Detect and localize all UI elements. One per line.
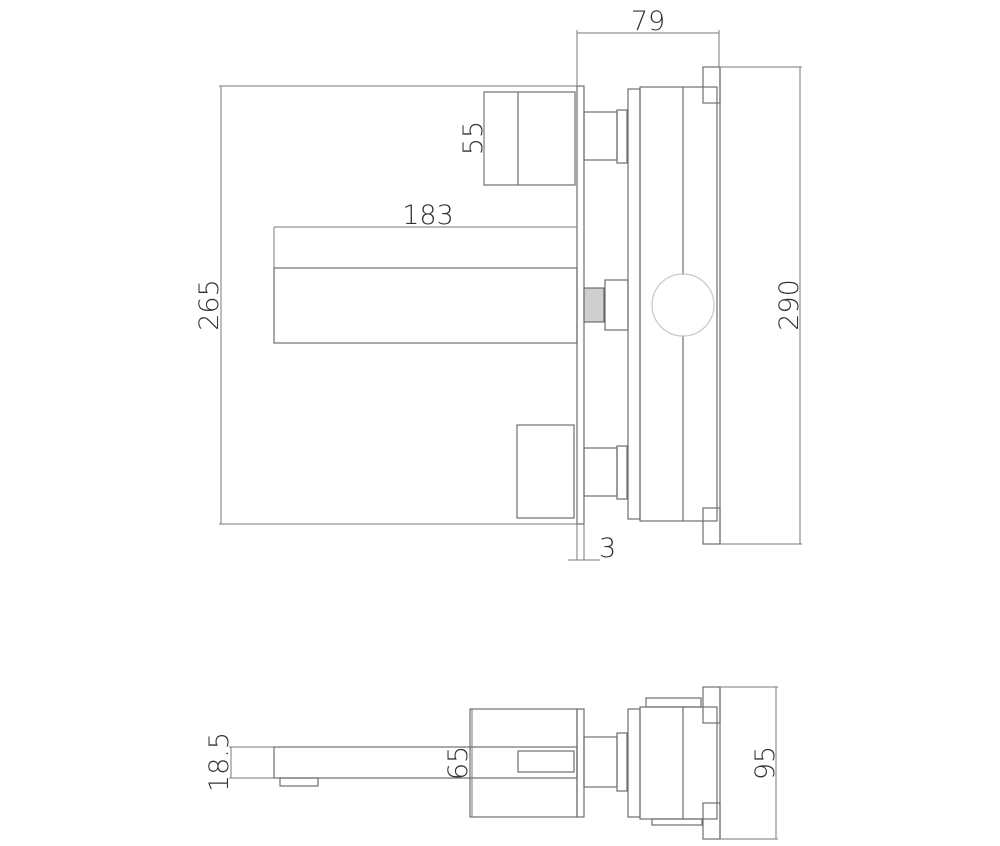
plan-connector (583, 732, 628, 792)
label-290: 290 (774, 279, 805, 331)
plan-body (627, 686, 778, 840)
top-handle (483, 91, 576, 186)
dimension-overall-height (219, 85, 578, 525)
plan-spout (273, 746, 578, 787)
bottom-handle (516, 424, 575, 519)
dimension-spout-thickness (229, 746, 274, 779)
cartridge-circle (651, 273, 715, 337)
label-18-5: 18.5 (204, 732, 235, 792)
label-265: 265 (194, 279, 225, 331)
plan-view: 18.5 65 95 (204, 686, 781, 840)
spout (273, 226, 578, 344)
label-183: 183 (402, 200, 454, 231)
label-95: 95 (750, 746, 781, 780)
plan-handle (469, 708, 585, 818)
label-55: 55 (458, 121, 489, 155)
label-3: 3 (599, 533, 616, 564)
label-79: 79 (631, 6, 665, 37)
label-65: 65 (443, 746, 474, 780)
connectors (583, 109, 629, 500)
dimension-overall-depth (576, 30, 720, 86)
front-view: 79 183 55 265 290 3 (194, 6, 805, 564)
valve-body (627, 66, 802, 545)
